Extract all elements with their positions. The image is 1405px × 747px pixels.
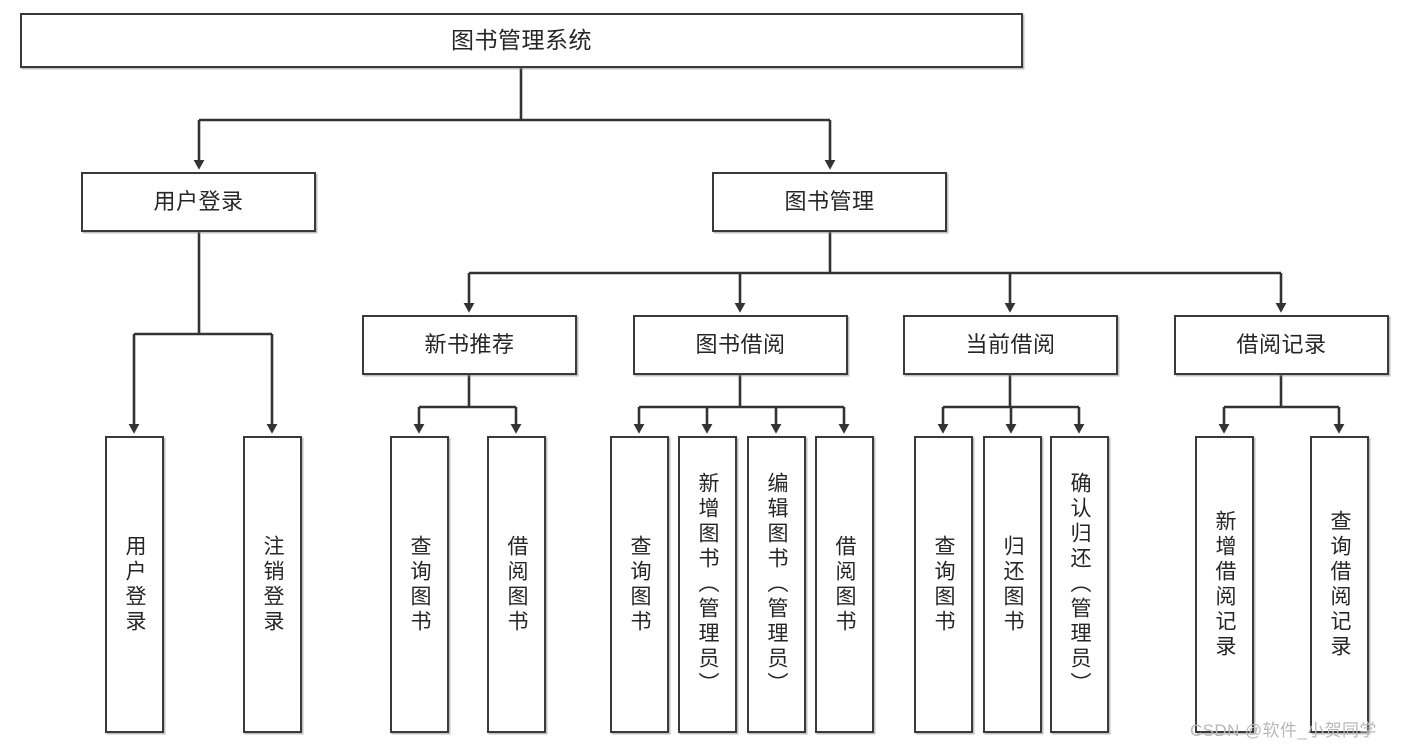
watermark: CSDN @软件_小贺同学 [1190,721,1377,740]
leaf-return-book[interactable]: 归还图书 [983,436,1042,733]
leaf-query-book-borrow[interactable]: 查询图书 [610,436,669,733]
node-label: 当前借阅 [965,332,1056,358]
leaf-query-book-current[interactable]: 查询图书 [914,436,973,733]
node-label: 图书借阅 [695,332,786,358]
node-label: 借阅图书 [833,534,856,635]
leaf-query-book-recommend[interactable]: 查询图书 [390,436,449,733]
node-label: 新书推荐 [424,332,515,358]
leaf-user-login[interactable]: 用户登录 [105,436,164,733]
node-label: 查询借阅记录 [1328,509,1351,660]
node-label: 借阅记录 [1236,332,1327,358]
node-label: 用户登录 [123,534,146,635]
node-book-manage[interactable]: 图书管理 [712,172,947,232]
node-label: 归还图书 [1001,534,1024,635]
node-current-borrow[interactable]: 当前借阅 [903,315,1118,375]
node-new-book-recommend[interactable]: 新书推荐 [362,315,577,375]
node-label: 确认归还（管理员） [1068,472,1091,697]
leaf-logout[interactable]: 注销登录 [243,436,302,733]
leaf-edit-book[interactable]: 编辑图书（管理员） [747,436,806,733]
leaf-query-borrow-record[interactable]: 查询借阅记录 [1310,436,1369,733]
leaf-borrow-book-recommend[interactable]: 借阅图书 [487,436,546,733]
leaf-confirm-return[interactable]: 确认归还（管理员） [1050,436,1109,733]
node-label: 图书管理系统 [451,27,592,54]
leaf-add-book[interactable]: 新增图书（管理员） [678,436,737,733]
node-label: 用户登录 [153,189,244,215]
node-label: 新增借阅记录 [1213,509,1236,660]
node-user-login[interactable]: 用户登录 [81,172,316,232]
leaf-add-borrow-record[interactable]: 新增借阅记录 [1195,436,1254,733]
node-label: 编辑图书（管理员） [765,472,788,697]
node-borrow-record[interactable]: 借阅记录 [1174,315,1389,375]
node-root-system[interactable]: 图书管理系统 [20,13,1023,68]
node-book-borrow[interactable]: 图书借阅 [633,315,848,375]
node-label: 借阅图书 [505,534,528,635]
node-label: 查询图书 [408,534,431,635]
node-label: 注销登录 [261,534,284,635]
node-label: 新增图书（管理员） [696,472,719,697]
leaf-borrow-book[interactable]: 借阅图书 [815,436,874,733]
node-label: 查询图书 [628,534,651,635]
node-label: 查询图书 [932,534,955,635]
node-label: 图书管理 [784,189,875,215]
